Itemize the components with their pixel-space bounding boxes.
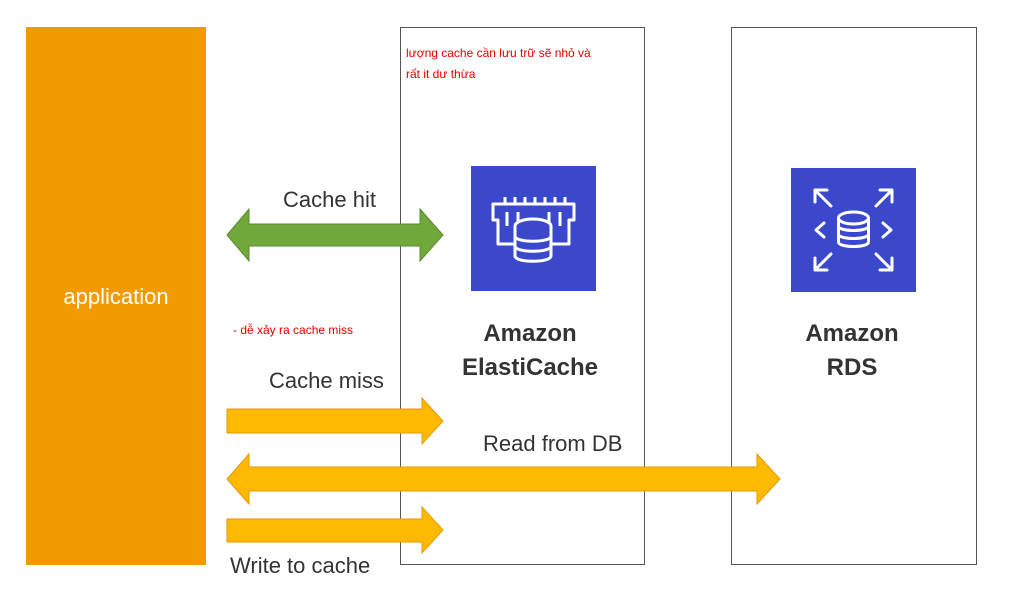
- cache-size-note-line2: rất it dư thừa: [406, 67, 476, 81]
- cache-size-note-line1: lượng cache cần lưu trữ sẽ nhỏ và: [406, 46, 591, 60]
- cache-miss-note: - dễ xảy ra cache miss: [233, 323, 354, 337]
- cache-size-note: lượng cache cần lưu trữ sẽ nhỏ và rất it…: [406, 43, 646, 85]
- cache-hit-arrow: [226, 207, 444, 263]
- cache-hit-label: Cache hit: [283, 187, 376, 212]
- rds-icon: [791, 168, 916, 292]
- elasticache-title: Amazon ElastiCache: [420, 317, 640, 385]
- cache-miss-arrow: [226, 396, 444, 446]
- elasticache-icon: [471, 166, 596, 291]
- rds-title-line2: RDS: [826, 354, 878, 381]
- application-label: application: [63, 284, 169, 309]
- rds-title-line1: Amazon: [805, 320, 899, 347]
- cache-miss-label: Cache miss: [269, 368, 384, 393]
- read-from-db-label: Read from DB: [483, 431, 623, 456]
- write-to-cache-arrow: [226, 505, 444, 555]
- elasticache-title-line2: ElastiCache: [461, 354, 599, 381]
- write-to-cache-label: Write to cache: [230, 553, 371, 578]
- read-from-db-arrow: [226, 452, 781, 506]
- rds-title: Amazon RDS: [740, 317, 964, 385]
- elasticache-title-line1: Amazon: [483, 320, 577, 347]
- application-box: [26, 27, 206, 565]
